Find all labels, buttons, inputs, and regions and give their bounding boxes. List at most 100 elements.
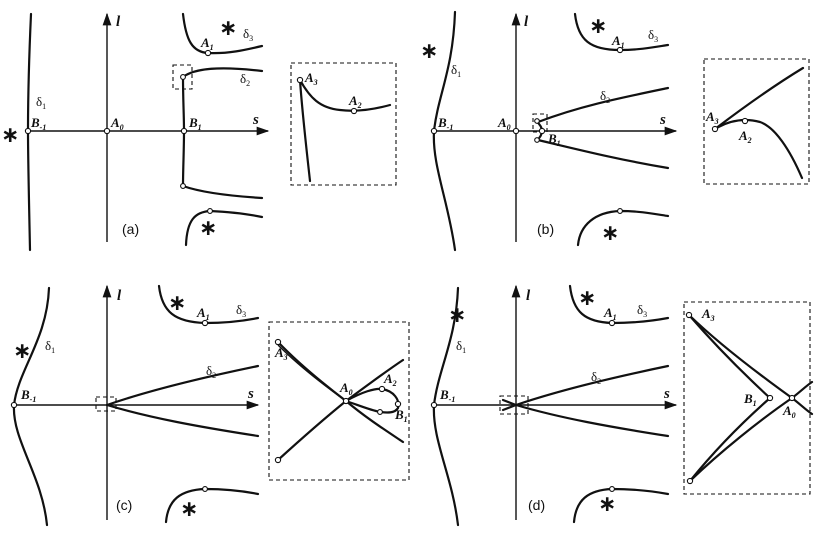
panel-a-lower-branch (181, 184, 264, 200)
panel-b-label-B-1: B-1 (437, 115, 453, 132)
panel-d-upper-branch (514, 364, 670, 407)
panel-d: s l δ1 δ3 δ2 B-1 A1 ∗ ∗ ∗ (d) (430, 284, 814, 527)
panel-c-inset-frame (268, 321, 410, 481)
panel-b-point-bottom (617, 208, 623, 214)
panel-d-tag: (d) (528, 497, 545, 513)
panel-d-inset-label-A0: A0 (782, 403, 796, 420)
panel-b-label-B1: B1 (547, 131, 561, 148)
panel-c-inset-label-A2: A2 (383, 371, 397, 388)
panel-a-inset-frame (290, 62, 397, 186)
panel-a-star-left: ∗ (1, 123, 19, 148)
panel-b-delta3-label: δ3 (648, 27, 658, 44)
panel-b-star-upper: ∗ (589, 14, 607, 39)
panel-c-delta3-label: δ3 (236, 302, 246, 319)
panel-d-point-B-1 (430, 401, 438, 409)
panel-a-label-A0: A0 (110, 115, 124, 132)
panel-b-point-B-1 (430, 127, 438, 135)
panel-a-point-B-1 (24, 127, 32, 135)
panel-d-inset-point-A0 (788, 394, 796, 402)
panel-b-tag: (b) (537, 221, 554, 237)
panel-d-left-wedge-top (501, 398, 518, 407)
panel-b-inset-label-A3: A3 (705, 109, 719, 126)
panel-b-inset-lower-curve (713, 118, 804, 180)
panel-a-point-bottom (207, 208, 213, 214)
panel-d-label-B-1: B-1 (439, 387, 455, 404)
panel-d-inset-line-upper (687, 313, 814, 400)
panel-d-star-upper: ∗ (578, 286, 596, 311)
panel-c-point-B-1 (10, 401, 18, 409)
panel-b-lower-branch (536, 138, 670, 170)
panel-a-delta2-curve (181, 67, 264, 79)
panel-a-inset-label-A3: A3 (304, 70, 318, 87)
panel-c-zoom-box (95, 396, 117, 412)
panel-a-point-A1 (204, 49, 212, 57)
panel-a-zoom-box (172, 64, 193, 90)
panel-a-inset: A3 A2 (290, 62, 397, 186)
panel-b-delta1-label: δ1 (451, 62, 461, 79)
panel-c-star-upper: ∗ (168, 291, 186, 316)
panel-b-point-upper-end (534, 118, 540, 124)
panel-a-delta2-label: δ2 (240, 71, 250, 88)
panel-b-upper-branch (536, 86, 670, 124)
panel-c-lower-branch (105, 403, 260, 438)
panel-b-label-A0: A0 (497, 115, 511, 132)
panel-d-inset-label-B1: B1 (743, 391, 757, 408)
panel-a: s l δ1 δ3 δ2 B-1 A0 B1 A1 ∗ ∗ ∗ (a) (1, 12, 397, 252)
panel-a-inset-point-A3 (296, 76, 304, 84)
panel-c-inset-label-A3: A3 (274, 345, 288, 362)
panel-b-label-A1: A1 (611, 33, 625, 50)
panel-a-point-A0 (103, 127, 111, 135)
panel-c-s-label: s (247, 386, 254, 402)
panel-d-star-lower: ∗ (598, 492, 616, 517)
panel-a-bottom-curve (184, 209, 264, 247)
panel-d-inset-label-A3: A3 (701, 306, 715, 323)
panel-c-inset: A3 A0 A2 B1 (268, 321, 410, 481)
panel-d-label-A1: A1 (603, 305, 617, 322)
panel-a-star-upper: ∗ (219, 16, 237, 41)
panel-d-inset-line-lower (688, 396, 814, 483)
panel-b: s l δ1 δ3 δ2 B-1 A0 B1 A1 ∗ ∗ ∗ (b) (420, 10, 810, 252)
panel-c-label-B-1: B-1 (20, 387, 36, 404)
panel-c-delta1-curve (12, 286, 51, 527)
panel-b-inset-upper-line (713, 66, 805, 131)
panel-c-delta2-label: δ2 (206, 363, 216, 380)
panel-d-inset-point-lower (686, 477, 694, 485)
panel-d-inset-line-to-B1 (687, 313, 772, 483)
panel-b-inset-point-A2 (741, 117, 749, 125)
panel-d-inset-point-B1 (766, 394, 774, 402)
panel-b-star-left: ∗ (420, 39, 438, 64)
panel-c-inset-label-A0: A0 (339, 380, 353, 397)
panel-a-l-label: l (116, 14, 121, 30)
panel-c-inset-loop (344, 387, 400, 414)
panel-a-delta1-label: δ1 (36, 94, 46, 111)
panel-b-point-lower-end (534, 137, 540, 143)
panel-c: s l δ1 δ3 δ2 B-1 A1 ∗ ∗ ∗ (c) (10, 284, 410, 527)
panel-a-tag: (a) (122, 221, 139, 237)
panel-a-point-lower-end (180, 183, 186, 189)
panel-d-delta3-label: δ3 (637, 302, 647, 319)
panel-b-point-A0 (512, 127, 520, 135)
panel-b-star-lower: ∗ (601, 221, 619, 246)
panel-c-point-A1 (201, 319, 209, 327)
panel-b-bottom-curve (576, 209, 670, 247)
panel-d-l-label: l (526, 288, 531, 304)
panel-d-point-bottom (609, 486, 615, 492)
panel-d-lower-branch (514, 403, 670, 438)
panel-c-inset-label-B1: B1 (394, 407, 408, 424)
panel-c-point-bottom (202, 486, 208, 492)
panel-d-bottom-curve (572, 487, 670, 524)
panel-c-label-A1: A1 (196, 305, 210, 322)
panel-a-inset-branch (298, 78, 392, 112)
panel-b-inset-frame (703, 58, 810, 185)
panel-d-point-A1 (608, 319, 616, 327)
panel-d-star-left: ∗ (448, 303, 466, 328)
panel-a-label-B-1: B-1 (30, 115, 46, 132)
panel-d-s-label: s (663, 386, 670, 402)
panel-b-inset-point-A3 (711, 125, 719, 133)
panel-b-delta2-label: δ2 (600, 88, 610, 105)
panel-a-star-lower: ∗ (199, 216, 217, 241)
panel-b-inset-label-A2: A2 (738, 128, 752, 145)
panel-a-inset-point-A2 (350, 107, 358, 115)
